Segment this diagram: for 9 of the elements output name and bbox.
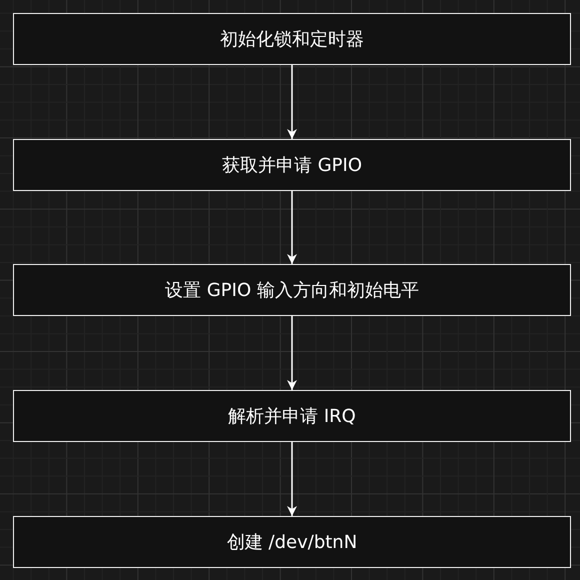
arrow [287, 191, 297, 264]
process-box: 设置 GPIO 输入方向和初始电平 [13, 264, 571, 316]
arrow [287, 316, 297, 390]
process-box: 获取并申请 GPIO [13, 139, 571, 191]
arrow [287, 442, 297, 516]
process-box: 解析并申请 IRQ [13, 390, 571, 442]
arrow [287, 65, 297, 139]
process-box: 初始化锁和定时器 [13, 13, 571, 65]
process-box: 创建 /dev/btnN [13, 516, 571, 568]
